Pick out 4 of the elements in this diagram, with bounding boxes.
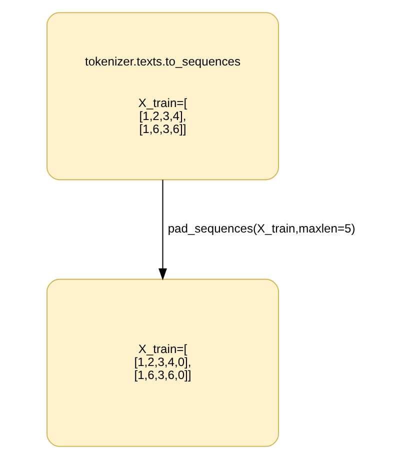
arrow (158, 180, 166, 280)
node-box: X_train=[ [1,2,3,4,0], [1,6,3,6,0]] (46, 278, 278, 447)
node-box: tokenizer.texts.to_sequences X_train=[ [1,2,3,4], [1,6,3,6]] (46, 12, 278, 180)
edge-label: pad_sequences(X_train,maxlen=5) (167, 222, 355, 236)
